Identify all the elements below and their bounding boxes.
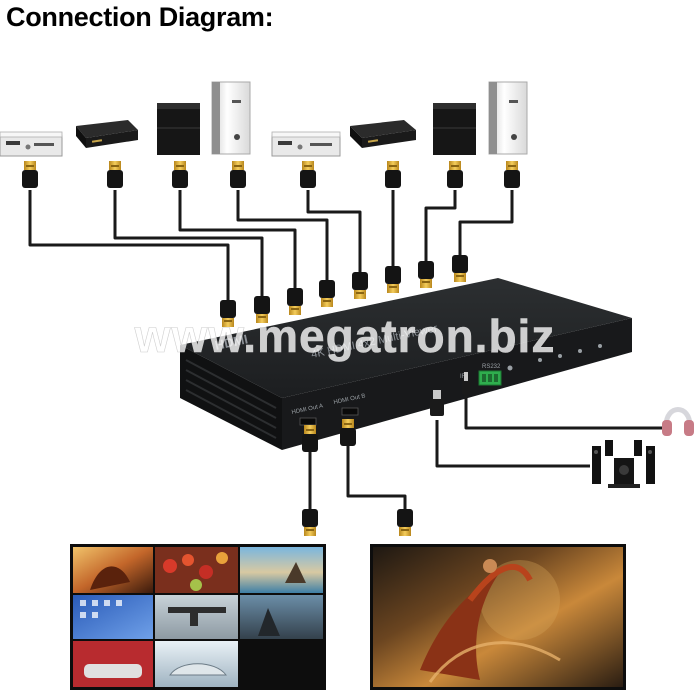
source-plug-5	[300, 161, 316, 188]
device-brand-text: HDMI	[214, 331, 250, 353]
audio-connector-plug	[430, 390, 444, 416]
watermark-text: www.megatron.biz	[134, 310, 556, 362]
game-console-icon	[157, 103, 200, 155]
rs232-terminal	[478, 370, 502, 386]
dvd-player-icon	[0, 131, 63, 157]
source-plug-7	[447, 161, 463, 188]
rs232-label: RS232	[482, 364, 501, 370]
multiviewer-device: HDMI 4K HDMI 4x2 Multi-Viewer HDMI Out A…	[180, 278, 632, 450]
ir-label: IR	[460, 374, 467, 380]
output-cables	[308, 392, 668, 512]
out-plug-a-top	[302, 425, 318, 452]
source-plug-3	[172, 161, 188, 188]
set-top-box-icon	[76, 120, 138, 148]
input-plug-8	[452, 255, 468, 282]
set-top-box-icon	[350, 120, 416, 148]
pc-tower-icon	[211, 81, 251, 155]
source-plug-1	[22, 161, 38, 188]
input-cables	[28, 190, 514, 300]
source-plug-2	[107, 161, 123, 188]
headphones-icon	[662, 407, 694, 436]
page-title: Connection Diagram:	[6, 2, 274, 32]
audio-jack-plug	[462, 372, 470, 394]
out-plug-a-bottom	[302, 509, 318, 536]
source-plug-8	[504, 161, 520, 188]
source-plug-6	[385, 161, 401, 188]
pc-tower-icon	[488, 81, 528, 155]
input-plug-6	[385, 266, 401, 293]
monitor-multiview	[70, 544, 326, 690]
out-plug-b-top	[340, 419, 356, 446]
out-plug-b-bottom	[397, 509, 413, 536]
input-plug-7	[418, 261, 434, 288]
monitor-fullscreen	[370, 544, 626, 690]
input-plug-4	[319, 280, 335, 307]
dvd-player-icon	[271, 131, 341, 157]
game-console-icon	[433, 103, 476, 155]
input-plug-5	[352, 272, 368, 299]
source-plug-4	[230, 161, 246, 188]
speakers-icon	[592, 440, 655, 488]
